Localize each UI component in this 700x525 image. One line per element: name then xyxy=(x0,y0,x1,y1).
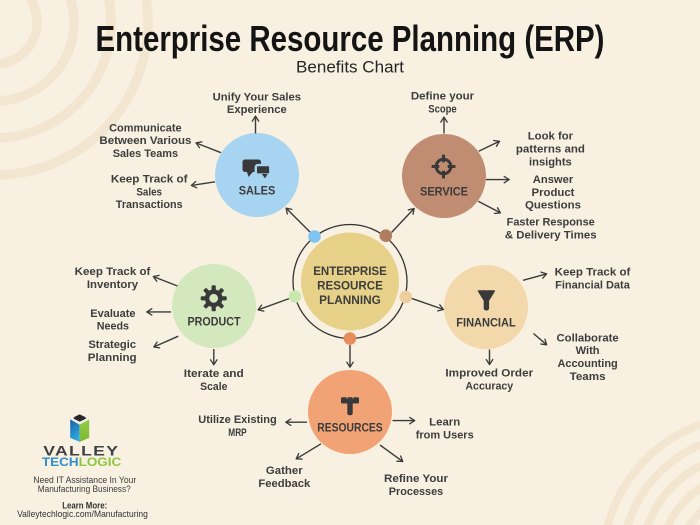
svg-text:Communicate: Communicate xyxy=(109,122,182,134)
svg-text:Improved Order: Improved Order xyxy=(445,368,533,380)
svg-text:Iterate and: Iterate and xyxy=(184,368,244,380)
svg-text:Keep Track of: Keep Track of xyxy=(555,267,631,279)
svg-text:ENTERPRISE: ENTERPRISE xyxy=(313,266,387,278)
svg-text:Refine Your: Refine Your xyxy=(384,473,449,485)
svg-text:MRP: MRP xyxy=(228,427,246,439)
svg-text:PLANNING: PLANNING xyxy=(319,295,381,307)
svg-text:Faster Response: Faster Response xyxy=(507,217,595,229)
svg-text:Need IT Assistance In Your: Need IT Assistance In Your xyxy=(33,475,136,485)
svg-text:Transactions: Transactions xyxy=(116,199,183,211)
svg-text:With: With xyxy=(576,345,600,357)
svg-text:Valleytechlogic.com/Manufactur: Valleytechlogic.com/Manufacturing xyxy=(17,509,148,519)
svg-text:Needs: Needs xyxy=(97,321,129,333)
svg-text:PRODUCT: PRODUCT xyxy=(188,317,241,329)
svg-text:Strategic: Strategic xyxy=(88,339,136,351)
svg-text:Unify Your Sales: Unify Your Sales xyxy=(213,92,301,104)
svg-text:Between Various: Between Various xyxy=(99,135,191,147)
svg-text:Financial Data: Financial Data xyxy=(555,280,631,292)
svg-text:Accuracy: Accuracy xyxy=(465,381,514,393)
svg-text:Planning: Planning xyxy=(88,352,137,364)
svg-text:Learn More:: Learn More: xyxy=(62,501,107,511)
svg-text:Questions: Questions xyxy=(525,200,581,212)
svg-text:RESOURCES: RESOURCES xyxy=(317,423,383,435)
svg-text:Keep Track of: Keep Track of xyxy=(75,266,151,278)
svg-text:Gather: Gather xyxy=(266,465,303,477)
svg-text:VALLEY: VALLEY xyxy=(43,443,119,458)
svg-text:Utilize Existing: Utilize Existing xyxy=(198,414,276,426)
svg-text:patterns and: patterns and xyxy=(516,143,585,155)
svg-text:Inventory: Inventory xyxy=(87,279,139,291)
svg-text:Scale: Scale xyxy=(200,381,227,393)
svg-text:Benefits Chart: Benefits Chart xyxy=(296,58,404,77)
svg-text:Sales Teams: Sales Teams xyxy=(113,148,178,160)
svg-text:Answer: Answer xyxy=(533,174,574,186)
svg-text:FINANCIAL: FINANCIAL xyxy=(456,318,515,330)
svg-text:Evaluate: Evaluate xyxy=(90,308,135,320)
svg-text:SALES: SALES xyxy=(239,186,276,198)
svg-text:Enterprise Resource Planning (: Enterprise Resource Planning (ERP) xyxy=(96,18,605,59)
svg-text:Sales: Sales xyxy=(136,186,162,198)
svg-text:Scope: Scope xyxy=(428,103,456,115)
svg-text:Teams: Teams xyxy=(570,371,606,383)
svg-text:SERVICE: SERVICE xyxy=(420,187,468,199)
svg-text:RESOURCE: RESOURCE xyxy=(317,280,383,292)
svg-text:Processes: Processes xyxy=(389,486,443,498)
svg-text:Define your: Define your xyxy=(411,91,475,103)
svg-text:Product: Product xyxy=(532,187,575,199)
svg-text:Look for: Look for xyxy=(528,131,574,143)
svg-text:Collaborate: Collaborate xyxy=(557,332,619,344)
svg-text:& Delivery Times: & Delivery Times xyxy=(505,230,597,242)
svg-text:Manufacturing Business?: Manufacturing Business? xyxy=(38,484,131,494)
svg-text:Keep Track of: Keep Track of xyxy=(111,173,188,185)
svg-text:Feedback: Feedback xyxy=(258,478,311,490)
svg-text:Learn: Learn xyxy=(429,417,460,429)
svg-text:Experience: Experience xyxy=(227,104,287,116)
svg-text:insights: insights xyxy=(529,156,572,168)
svg-text:from Users: from Users xyxy=(416,430,474,442)
svg-text:Accounting: Accounting xyxy=(557,358,617,370)
